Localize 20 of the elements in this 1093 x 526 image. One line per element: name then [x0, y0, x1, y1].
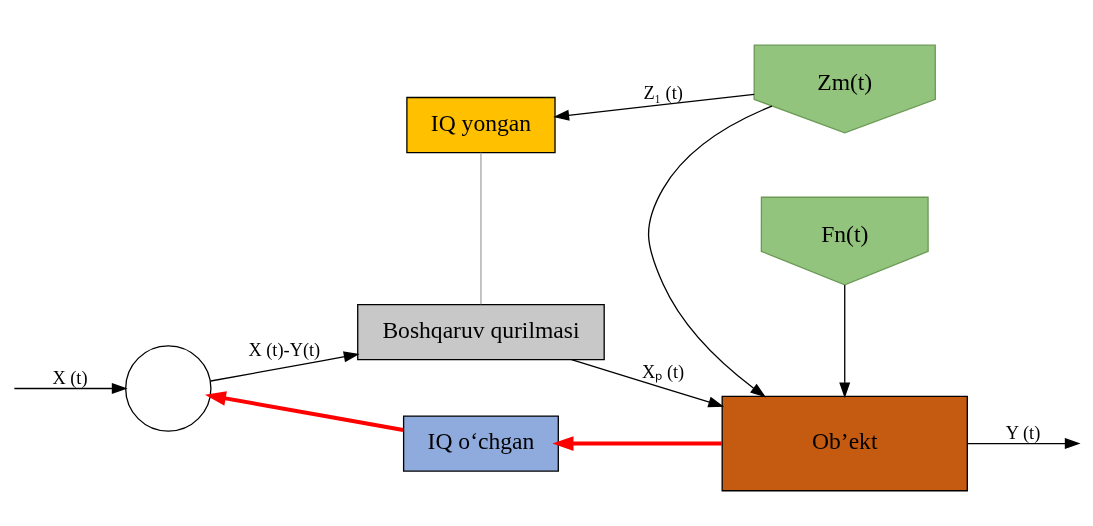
edge-label: X (t)	[52, 367, 88, 388]
arrow	[966, 437, 1081, 449]
node-circle	[125, 344, 212, 432]
arrow	[839, 283, 851, 398]
edge-label: Z₁ (t)	[643, 82, 683, 103]
edge-label: Xₚ (t)	[642, 361, 685, 382]
arrow	[552, 435, 722, 451]
edge-label: X (t)-Y(t)	[248, 339, 321, 360]
node-box: Boshqaruv qurilmasi	[357, 303, 605, 360]
edge-label: Y (t)	[1005, 422, 1041, 443]
node-box: Ob’ekt	[721, 395, 968, 491]
arrow	[647, 104, 773, 397]
arrow	[210, 350, 360, 382]
connector	[480, 151, 482, 305]
node-box: IQ yongan	[406, 96, 556, 153]
node-box: IQ o‘chgan	[402, 414, 559, 472]
arrow	[570, 358, 725, 407]
arrow	[553, 93, 755, 121]
arrow	[13, 382, 128, 394]
arrow	[204, 390, 404, 432]
